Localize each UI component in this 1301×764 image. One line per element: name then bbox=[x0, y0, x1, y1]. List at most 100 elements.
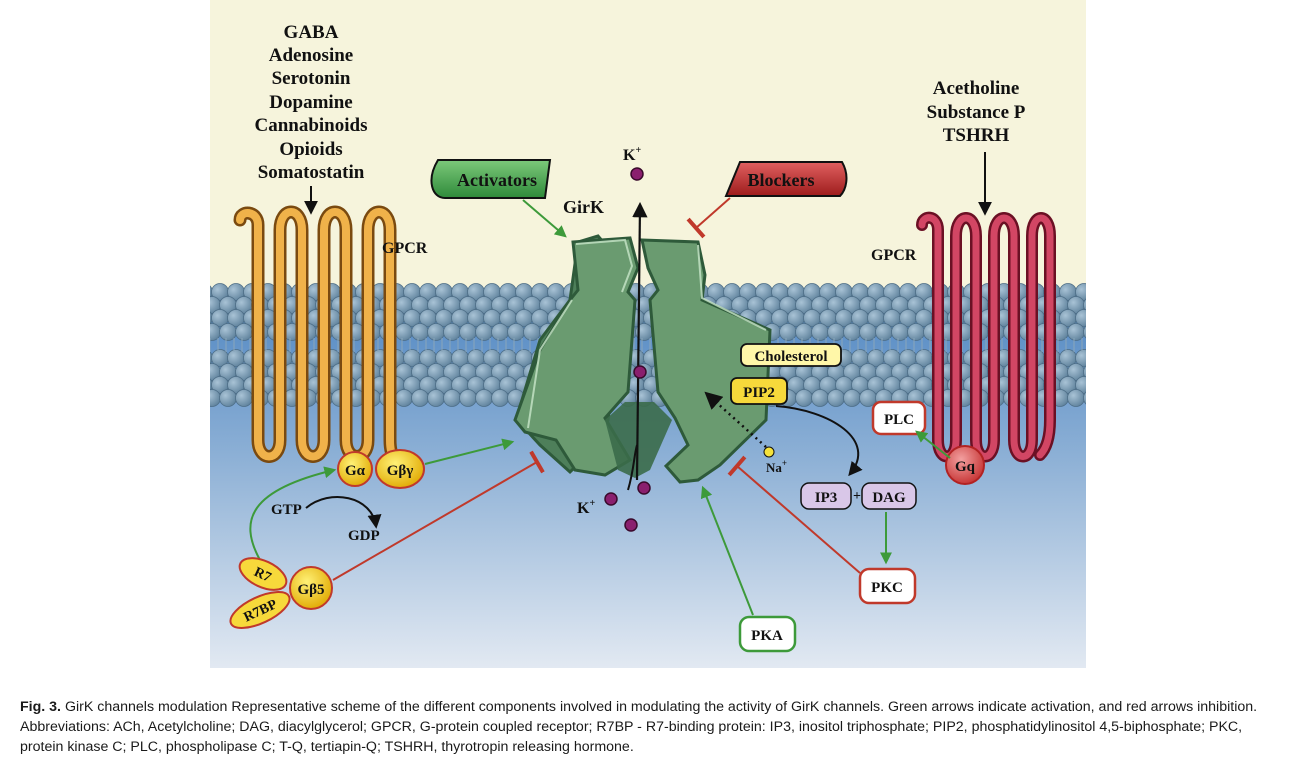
lipid-head bbox=[235, 323, 253, 341]
lipid-head bbox=[219, 323, 237, 341]
gdp-label: GDP bbox=[348, 528, 380, 544]
k-ion-bottom-2 bbox=[637, 481, 651, 495]
lipid-head bbox=[427, 389, 445, 407]
lipid-head bbox=[443, 389, 461, 407]
lipid-head bbox=[795, 389, 813, 407]
lipid-head bbox=[1083, 325, 1086, 339]
lipid-head bbox=[859, 389, 877, 407]
plus-sign: + bbox=[853, 489, 861, 504]
ligand-list-right: Acetholine Substance P TSHRH bbox=[927, 78, 1026, 146]
pkc-label: PKC bbox=[871, 580, 903, 596]
lipid-head bbox=[1067, 323, 1085, 341]
ion-flow-arrow bbox=[632, 201, 648, 481]
k-ion-top-label: K+ bbox=[623, 145, 641, 164]
dag-tag: DAG bbox=[861, 482, 917, 510]
lipid-head bbox=[843, 389, 861, 407]
cholesterol-label: Cholesterol bbox=[754, 349, 827, 365]
ligand-right-0: Acetholine bbox=[933, 78, 1020, 99]
ligand-left-3: Dopamine bbox=[269, 92, 352, 113]
gpcr-left bbox=[233, 205, 407, 468]
r7-to-galpha-arrow bbox=[249, 466, 337, 561]
gq-to-plc-arrow bbox=[915, 430, 951, 459]
g-betagamma-label: Gβγ bbox=[387, 463, 414, 479]
lipid-head bbox=[859, 323, 877, 341]
ligand-left-0: GABA bbox=[284, 22, 339, 43]
g-betagamma-protein: Gβγ bbox=[375, 449, 425, 489]
r7bp-protein: R7BP bbox=[229, 591, 291, 629]
figure-caption-text: GirK channels modulation Representative … bbox=[20, 699, 1258, 755]
figure-caption: Fig. 3. GirK channels modulation Represe… bbox=[20, 697, 1282, 757]
lipid-head bbox=[395, 389, 413, 407]
pka-label: PKA bbox=[751, 628, 783, 644]
na-ion bbox=[763, 446, 775, 458]
ion-entry-curve bbox=[627, 444, 638, 491]
blockers-tag: Blockers bbox=[724, 161, 848, 197]
figure-label: Fig. 3. bbox=[20, 699, 61, 715]
lipid-head bbox=[827, 323, 845, 341]
lipid-head bbox=[475, 323, 493, 341]
blockers-inhibit-line bbox=[686, 197, 731, 239]
lipid-head bbox=[843, 323, 861, 341]
lipid-head bbox=[907, 323, 925, 341]
lipid-head bbox=[491, 389, 509, 407]
pka-activate-arrow bbox=[700, 485, 754, 616]
lipid-head bbox=[427, 323, 445, 341]
lipid-head bbox=[411, 323, 429, 341]
k-ion-bottom-1 bbox=[604, 492, 618, 506]
gq-protein: Gq bbox=[945, 445, 985, 485]
lipid-head bbox=[1083, 365, 1086, 379]
lipid-head bbox=[811, 389, 829, 407]
gq-label: Gq bbox=[955, 459, 976, 475]
lipid-head bbox=[491, 323, 509, 341]
ligand-list-left: GABA Adenosine Serotonin Dopamine Cannab… bbox=[254, 22, 367, 183]
lipid-head bbox=[459, 389, 477, 407]
lipid-head bbox=[827, 389, 845, 407]
ligand-right-2: TSHRH bbox=[943, 125, 1010, 146]
gbetagamma-activate-arrow bbox=[424, 438, 515, 465]
lipid-head bbox=[779, 323, 797, 341]
lipid-head bbox=[219, 389, 237, 407]
pkc-tag: PKC bbox=[858, 567, 917, 605]
ligand-right-1: Substance P bbox=[927, 102, 1026, 123]
ligand-left-6: Somatostatin bbox=[258, 162, 365, 183]
plc-tag: PLC bbox=[871, 400, 927, 436]
plc-label: PLC bbox=[884, 412, 914, 428]
ip3-label: IP3 bbox=[815, 490, 838, 506]
girk-modulation-figure: GABA Adenosine Serotonin Dopamine Cannab… bbox=[210, 0, 1086, 668]
lipid-head bbox=[395, 323, 413, 341]
pip2-dotted-arrow bbox=[704, 391, 767, 448]
girk-label: GirK bbox=[563, 197, 604, 217]
lipid-head bbox=[1067, 389, 1085, 407]
k-ion-top bbox=[630, 167, 644, 181]
lipid-head bbox=[1075, 283, 1086, 301]
lipid-head bbox=[523, 323, 541, 341]
lipid-head bbox=[811, 323, 829, 341]
lipid-head bbox=[235, 389, 253, 407]
r7-label: R7 bbox=[251, 565, 273, 586]
dag-label: DAG bbox=[872, 490, 906, 506]
activators-tag: Activators bbox=[430, 159, 552, 199]
ligand-left-5: Opioids bbox=[279, 139, 342, 160]
lipid-head bbox=[411, 389, 429, 407]
lipid-head bbox=[795, 323, 813, 341]
k-ion-bottom-label: K+ bbox=[577, 498, 595, 517]
lipid-head bbox=[475, 389, 493, 407]
gpcr-right-label: GPCR bbox=[871, 247, 917, 264]
activators-arrow bbox=[522, 199, 567, 238]
gbeta5-inhibit-line bbox=[332, 450, 545, 581]
g-alpha-label: Gα bbox=[345, 463, 366, 479]
activators-label: Activators bbox=[457, 170, 537, 190]
lipid-head bbox=[875, 323, 893, 341]
gtp-label: GTP bbox=[271, 502, 302, 518]
na-label: Na+ bbox=[766, 458, 787, 475]
gbeta5-protein: Gβ5 bbox=[289, 566, 333, 610]
lipid-head bbox=[507, 323, 525, 341]
blockers-label: Blockers bbox=[748, 170, 815, 190]
pip2-tag: PIP2 bbox=[730, 377, 788, 405]
lipid-head bbox=[1083, 391, 1086, 405]
gpcr-left-label: GPCR bbox=[382, 240, 428, 257]
k-ion-pore bbox=[633, 365, 647, 379]
lipid-head bbox=[1075, 309, 1086, 327]
k-ion-bottom-3 bbox=[624, 518, 638, 532]
pkc-inhibit-line bbox=[727, 455, 861, 574]
